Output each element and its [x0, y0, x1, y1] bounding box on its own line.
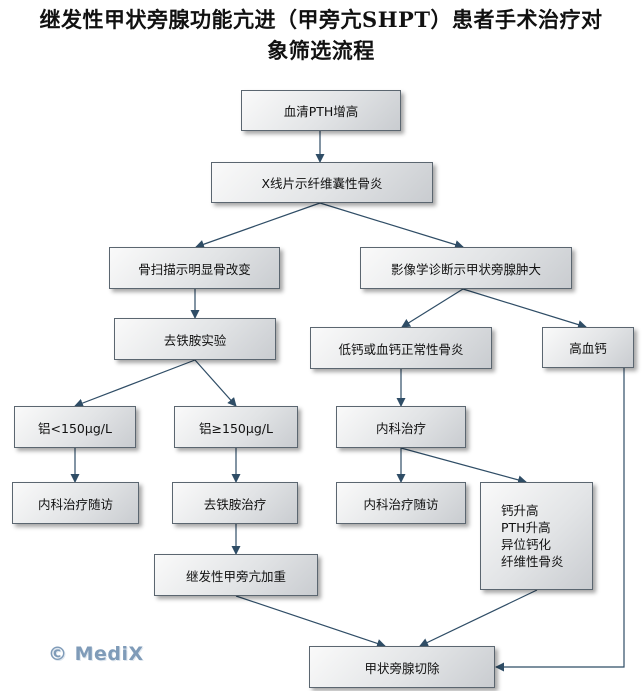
node-dfo-test: 去铁胺实验 — [114, 318, 276, 360]
node-surgery-criteria: 钙升高 PTH升高 异位钙化 纤维性骨炎 — [480, 482, 593, 590]
edge-criteria-to-ptx — [419, 589, 538, 647]
node-parathyroidectomy: 甲状旁腺切除 — [309, 646, 495, 688]
edge-xray-to-imaging — [319, 202, 464, 249]
node-low-normal-calcium-osteitis: 低钙或血钙正常性骨炎 — [310, 327, 492, 369]
criteria-pth-rise: PTH升高 — [501, 520, 551, 535]
edge-imaging-to-hypercalcemia — [462, 288, 587, 329]
node-shpt-worsened: 继发性甲旁亢加重 — [154, 554, 318, 596]
node-xray-fibrous-osteitis: X线片示纤维囊性骨炎 — [211, 162, 433, 203]
edge-hypercalcemia-to-ptx — [495, 368, 625, 672]
node-medical-treatment: 内科治疗 — [336, 406, 466, 448]
medix-watermark: © MediX — [48, 643, 144, 665]
edge-xray-to-bonescan — [195, 202, 321, 249]
node-aluminum-low: 铝<150μg/L — [14, 406, 136, 448]
edge-dfo-test-to-al-low — [74, 359, 196, 408]
node-medical-followup-left: 内科治疗随访 — [12, 482, 139, 524]
title-line-2: 象筛选流程 — [267, 38, 375, 63]
diagram-title: 继发性甲状旁腺功能亢进（甲旁亢SHPT）患者手术治疗对 象筛选流程 — [0, 4, 642, 66]
node-bone-scan: 骨扫描示明显骨改变 — [109, 247, 280, 289]
edge-dfo-test-to-al-high — [194, 359, 237, 407]
node-dfo-treatment: 去铁胺治疗 — [172, 482, 298, 524]
edge-imaging-to-lowca — [401, 288, 464, 328]
node-aluminum-high: 铝≥150μg/L — [174, 406, 298, 448]
criteria-fibrous-osteitis: 纤维性骨炎 — [501, 554, 564, 569]
node-medical-followup-right: 内科治疗随访 — [336, 482, 466, 524]
node-hypercalcemia: 高血钙 — [542, 327, 634, 368]
node-imaging-enlarged-gland: 影像学诊断示甲状旁腺肿大 — [360, 247, 572, 289]
criteria-calcium-rise: 钙升高 — [501, 503, 539, 518]
criteria-ectopic-calcification: 异位钙化 — [501, 537, 552, 552]
edge-medical-to-criteria — [400, 447, 527, 485]
edge-worsened-to-ptx — [235, 595, 386, 648]
title-line-1: 继发性甲状旁腺功能亢进（甲旁亢SHPT）患者手术治疗对 — [39, 7, 603, 32]
node-serum-pth-elevated: 血清PTH增高 — [241, 90, 401, 131]
